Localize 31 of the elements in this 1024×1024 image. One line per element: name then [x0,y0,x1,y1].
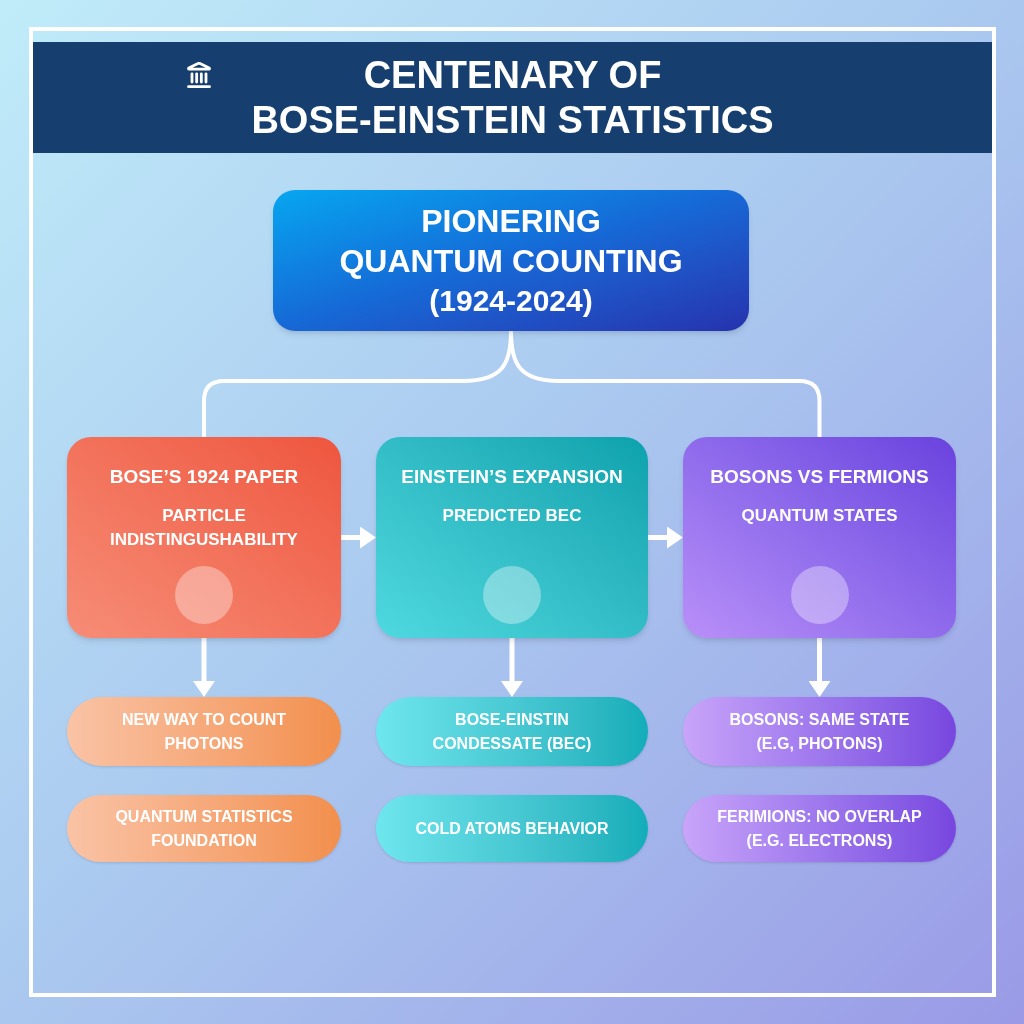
hub-subheading: (1924-2024) [429,282,593,319]
outcome-pill [67,795,341,862]
card-subheading: PREDICTED BEC [442,505,582,527]
hub-box [273,190,749,331]
outcome-text: FERIMIONS: NO OVERLAP (E.G. ELECTRONS) [716,806,923,851]
outcome-pill [376,795,648,862]
outcome-text: COLD ATOMS BEHAVIOR [415,818,609,839]
outcome-text: NEW WAY TO COUNT PHOTONS [120,709,288,754]
outcome-pill [376,697,648,766]
concept-card [376,437,648,638]
card-heading: BOSONS VS FERMIONS [710,465,929,489]
outcome-text: BOSONS: SAME STATE (E.G, PHOTONS) [728,709,911,754]
connector-line [509,330,822,437]
card-heading: EINSTEIN’S EXPANSION [401,465,623,489]
concept-card [683,437,956,638]
card-heading: BOSE’S 1924 PAPER [109,465,299,489]
arrow [341,526,376,549]
concept-card [67,437,341,638]
card-subheading: QUANTUM STATES [741,505,898,527]
outcome-text: QUANTUM STATISTICS FOUNDATION [114,806,294,851]
arrow [648,526,683,549]
outcome-text: BOSE-EINSTIN CONDESSATE (BEC) [431,709,593,754]
outcome-pill [683,697,956,766]
hub-heading: PIONERING QUANTUM COUNTING [338,201,684,281]
arrow [193,638,215,697]
card-subheading: PARTICLE INDISTINGUSHABILITY [109,505,299,551]
title: CENTENARY OF BOSE-EINSTEIN STATISTICS [250,52,775,143]
arrow [501,638,523,697]
arrow [808,638,831,697]
outcome-pill [67,697,341,766]
outcome-pill [683,795,956,862]
